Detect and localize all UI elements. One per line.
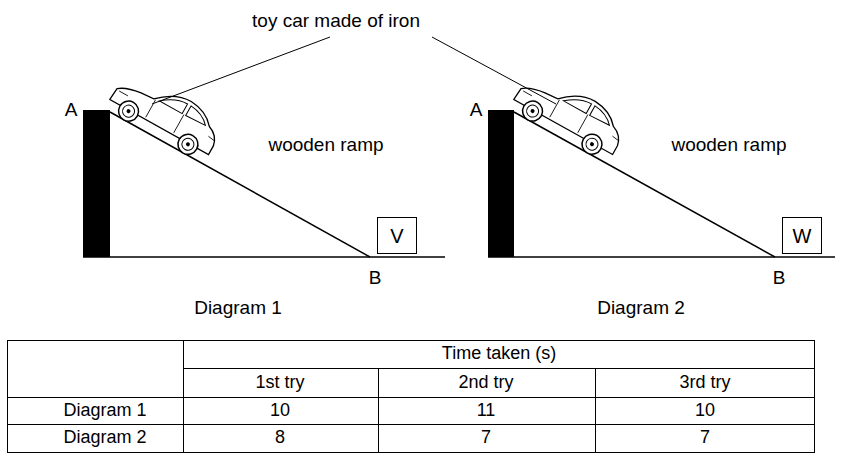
diagram-label: B: [773, 268, 786, 289]
table-cell: 10: [695, 401, 715, 421]
table-cell: 8: [275, 428, 285, 448]
ground-line: [488, 256, 835, 258]
table-cell: 2nd try: [458, 373, 513, 393]
table-cell: 7: [481, 428, 491, 448]
diagram-label: wooden ramp: [268, 135, 383, 156]
box-label: V: [390, 225, 403, 247]
table-cell: 3rd try: [679, 373, 730, 393]
support-block: [83, 110, 110, 257]
table-cell: Time taken (s): [442, 344, 556, 364]
diagram-label: wooden ramp: [671, 135, 786, 156]
diagram-label: A: [470, 100, 483, 121]
table-cell: 11: [477, 401, 496, 421]
box-label: W: [793, 225, 812, 247]
label-box: W: [782, 217, 822, 254]
diagram-label: B: [369, 268, 382, 289]
table-cell: Diagram 2: [63, 428, 146, 448]
leader-line: [432, 37, 556, 104]
diagram-label: Diagram 2: [597, 298, 685, 319]
diagram-label: A: [65, 100, 78, 121]
toy-car: [508, 66, 631, 164]
diagram-label: Diagram 1: [194, 298, 282, 319]
table-cell: Diagram 1: [63, 401, 146, 421]
diagram-label: toy car made of iron: [252, 11, 420, 32]
toy-car: [104, 66, 227, 164]
table-cell: 7: [700, 428, 710, 448]
leader-line: [152, 37, 330, 104]
ground-line: [83, 256, 445, 258]
table-cell: 1st try: [255, 373, 304, 393]
label-box: V: [377, 217, 417, 254]
table-grid: [7, 340, 815, 453]
support-block: [488, 110, 514, 257]
table-cell: 10: [270, 401, 290, 421]
